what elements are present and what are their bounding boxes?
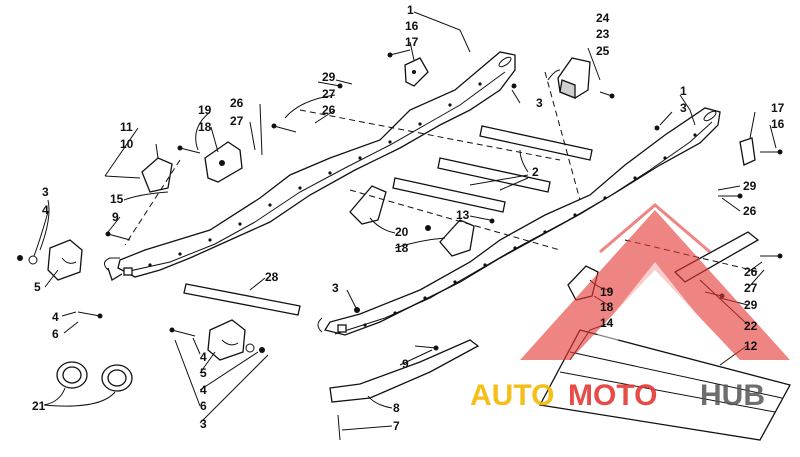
hose-clamp-21 (56, 361, 133, 392)
bracket-18-left (204, 141, 243, 183)
callout-27: 27 (744, 281, 758, 295)
callout-19: 19 (198, 103, 212, 117)
left-slide-rail (104, 51, 516, 281)
upper-bracket-17 (404, 57, 429, 87)
callout-10: 10 (120, 137, 134, 151)
callout-4: 4 (200, 350, 207, 364)
callout-16: 16 (771, 117, 785, 131)
callout-26: 26 (743, 204, 757, 218)
callout-4: 4 (52, 310, 59, 324)
callout-11: 11 (120, 120, 133, 134)
callout-1: 1 (407, 3, 414, 17)
callout-3: 3 (42, 185, 49, 199)
callout-29: 29 (743, 179, 757, 193)
callout-20: 20 (395, 225, 409, 239)
callout-17: 17 (771, 101, 785, 115)
callout-9: 9 (112, 210, 119, 224)
watermark-triangle-icon (520, 210, 790, 360)
callout-3: 3 (680, 101, 687, 115)
callout-5: 5 (34, 280, 41, 294)
callout-29: 29 (744, 298, 758, 312)
callout-3: 3 (536, 96, 543, 110)
callout-12: 12 (744, 339, 758, 353)
callout-29: 29 (322, 70, 336, 84)
callout-4: 4 (42, 203, 49, 217)
callout-28: 28 (265, 270, 279, 284)
front-bumper-5 (207, 319, 246, 361)
callout-21: 21 (32, 399, 46, 413)
callout-27: 27 (322, 87, 336, 101)
callout-8: 8 (393, 401, 400, 415)
callout-3: 3 (332, 281, 339, 295)
callout-14: 14 (600, 316, 614, 330)
callout-22: 22 (744, 319, 758, 333)
shock-mount-bracket-23 (557, 57, 591, 99)
watermark-moto: MOTO (568, 379, 657, 412)
callout-15: 15 (110, 192, 124, 206)
callout-26: 26 (322, 103, 336, 117)
watermark-logo (520, 203, 790, 360)
watermark-hub: HUB (700, 379, 765, 412)
callout-16: 16 (405, 19, 419, 33)
callout-25: 25 (596, 44, 610, 58)
callout-13: 13 (456, 208, 470, 222)
callout-19: 19 (600, 285, 614, 299)
callout-26: 26 (230, 96, 244, 110)
right-upper-bracket-17 (739, 137, 756, 166)
callout-5: 5 (200, 366, 207, 380)
callout-4: 4 (200, 383, 207, 397)
callout-26: 26 (744, 265, 758, 279)
callout-27: 27 (230, 114, 244, 128)
callout-23: 23 (596, 27, 610, 41)
rear-wheel-bumper-5 (47, 239, 83, 281)
callout-9: 9 (402, 357, 409, 371)
callout-6: 6 (52, 327, 59, 341)
bracket-18-center (349, 185, 475, 257)
callout-18: 18 (600, 300, 614, 314)
watermark-auto: AUTO (470, 379, 554, 412)
callout-2: 2 (532, 165, 539, 179)
right-slide-rail (317, 107, 721, 336)
cross-shaft-group (183, 125, 593, 316)
callout-7: 7 (393, 419, 400, 433)
callout-18: 18 (395, 241, 409, 255)
callout-24: 24 (596, 11, 610, 25)
callout-17: 17 (405, 35, 419, 49)
hitch-bracket-10 (104, 157, 173, 193)
callout-1: 1 (680, 84, 687, 98)
callout-18: 18 (198, 120, 212, 134)
wear-strip-8 (329, 339, 480, 403)
callout-6: 6 (200, 399, 207, 413)
callout-3: 3 (200, 417, 207, 431)
callout-labels: 1 16 17 24 23 25 29 27 26 3 19 18 26 27 … (32, 3, 785, 433)
